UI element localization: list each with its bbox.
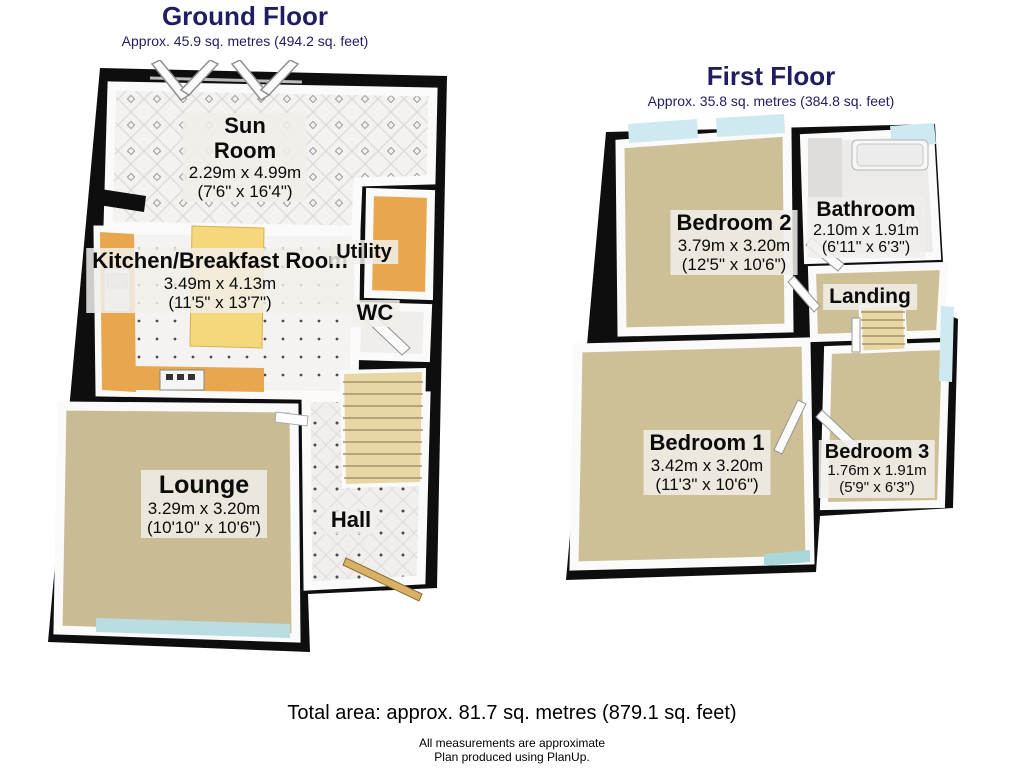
first-floor-plan xyxy=(566,114,958,580)
room-dims-metric: 3.49m x 4.13m xyxy=(163,273,277,293)
first-floor-title-block: First Floor Approx. 35.8 sq. metres (384… xyxy=(601,62,941,109)
room-name: Kitchen/Breakfast Room xyxy=(92,248,348,273)
lounge-bay-window xyxy=(96,618,290,638)
room-label-bedroom1: Bedroom 1 3.42m x 3.20m (11'3" x 10'6") xyxy=(643,430,771,495)
room-dims-imperial: (11'5" x 13'7") xyxy=(168,292,272,312)
front-door xyxy=(342,557,423,602)
room-label-sun-room: Sun Room 2.29m x 4.99m (7'6" x 16'4") xyxy=(182,113,308,203)
room-label-lounge: Lounge 3.29m x 3.20m (10'10" x 10'6") xyxy=(140,470,268,539)
first-floor-area: Approx. 35.8 sq. metres (384.8 sq. feet) xyxy=(647,92,895,109)
bedroom2-window xyxy=(716,114,785,137)
burner-icon xyxy=(166,374,173,380)
shower-area xyxy=(808,138,842,208)
room-dims-imperial: (7'6" x 16'4") xyxy=(197,182,293,202)
radiator xyxy=(274,411,309,427)
staircase-upper xyxy=(851,302,908,354)
ground-floor-title: Ground Floor xyxy=(161,1,329,31)
footer-total-area: Total area: approx. 81.7 sq. metres (879… xyxy=(287,702,737,724)
room-name: Sun Room xyxy=(213,113,277,163)
bifold-doors xyxy=(149,60,303,101)
room-name: Landing xyxy=(829,285,911,308)
room-name: Bedroom 2 xyxy=(676,210,792,235)
room-name: Utility xyxy=(336,241,392,263)
room-name: Hall xyxy=(330,507,372,532)
room-label-hall: Hall xyxy=(324,507,378,534)
room-label-kitchen: Kitchen/Breakfast Room 3.49m x 4.13m (11… xyxy=(86,248,354,313)
ground-floor-area: Approx. 45.9 sq. metres (494.2 sq. feet) xyxy=(121,32,369,49)
bathtub-inner xyxy=(856,143,924,167)
room-name: Bedroom 3 xyxy=(824,441,930,463)
footer-credit: Plan produced using PlanUp. xyxy=(434,750,590,764)
wall-stub xyxy=(92,188,146,212)
room-dims-metric: 2.10m x 1.91m xyxy=(813,221,919,239)
room-dims-metric: 3.79m x 3.20m xyxy=(677,235,791,255)
burner-icon xyxy=(177,374,184,380)
room-dims-metric: 1.76m x 1.91m xyxy=(827,462,927,480)
room-dims-metric: 2.29m x 4.99m xyxy=(188,163,302,183)
bedroom1-door xyxy=(773,399,807,455)
room-dims-imperial: (6'11" x 6'3") xyxy=(821,239,911,257)
room-label-bedroom2: Bedroom 2 3.79m x 3.20m (12'5" x 10'6") xyxy=(670,210,798,275)
room-name: WC xyxy=(356,300,394,325)
room-label-bathroom: Bathroom 2.10m x 1.91m (6'11" x 6'3") xyxy=(807,197,925,259)
room-name: Lounge xyxy=(158,471,250,499)
landing-window xyxy=(939,306,954,382)
room-dims-imperial: (5'9" x 6'3") xyxy=(839,479,915,497)
room-label-bedroom3: Bedroom 3 1.76m x 1.91m (5'9" x 6'3") xyxy=(818,440,936,498)
first-floor-title: First Floor xyxy=(706,61,836,91)
bedroom1-window xyxy=(764,550,810,566)
bedroom2-door xyxy=(787,275,821,313)
room-dims-metric: 3.29m x 3.20m xyxy=(147,499,261,518)
room-dims-metric: 3.42m x 3.20m xyxy=(650,455,764,475)
room-label-utility: Utility xyxy=(330,240,398,265)
room-dims-imperial: (11'3" x 10'6") xyxy=(655,474,759,494)
room-name: Bathroom xyxy=(816,198,916,221)
ground-floor-title-block: Ground Floor Approx. 45.9 sq. metres (49… xyxy=(75,2,415,49)
room-label-landing: Landing xyxy=(823,284,917,310)
staircase xyxy=(339,367,427,489)
footer-disclaimer: All measurements are approximate xyxy=(418,736,606,750)
room-dims-imperial: (12'5" x 10'6") xyxy=(681,254,787,274)
bedroom2-window xyxy=(628,119,698,143)
burner-icon xyxy=(188,374,195,380)
room-name: Bedroom 1 xyxy=(649,430,765,455)
room-dims-imperial: (10'10" x 10'6") xyxy=(146,518,262,538)
room-label-wc: WC xyxy=(350,300,400,327)
